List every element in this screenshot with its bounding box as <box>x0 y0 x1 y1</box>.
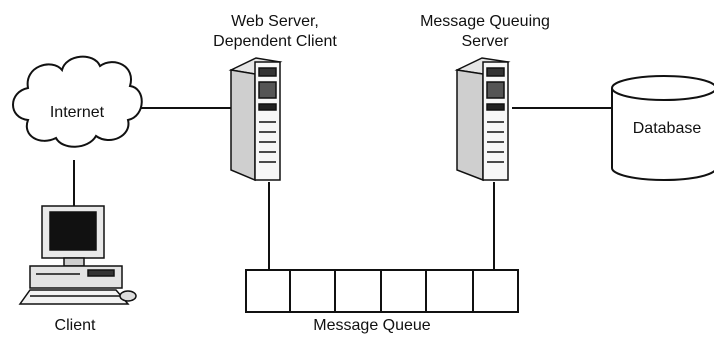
message-queue <box>245 269 519 313</box>
mq-server-icon <box>454 57 511 182</box>
database-icon <box>611 75 714 181</box>
mq-server-label-line2: Server <box>461 33 509 50</box>
internet-cloud-icon <box>12 55 143 148</box>
mq-server-label-line1: Message Queuing <box>420 13 550 30</box>
connectors <box>73 107 612 270</box>
web-server-label: Web Server, Dependent Client <box>190 12 360 52</box>
mq-server-label: Message Queuing Server <box>400 12 570 52</box>
web-server-label-line1: Web Server, <box>231 13 319 30</box>
queue-slot <box>334 269 382 313</box>
web-server-label-line2: Dependent Client <box>213 33 337 50</box>
message-queue-label: Message Queue <box>313 317 431 334</box>
client-computer-icon <box>18 205 137 305</box>
queue-slot <box>380 269 427 313</box>
internet-label: Internet <box>49 104 105 121</box>
queue-slot <box>289 269 336 313</box>
queue-slot <box>425 269 474 313</box>
queue-slot <box>472 269 519 313</box>
client-label: Client <box>54 317 96 334</box>
database-label: Database <box>632 120 702 137</box>
queue-slot <box>245 269 291 313</box>
web-server-icon <box>228 57 283 182</box>
